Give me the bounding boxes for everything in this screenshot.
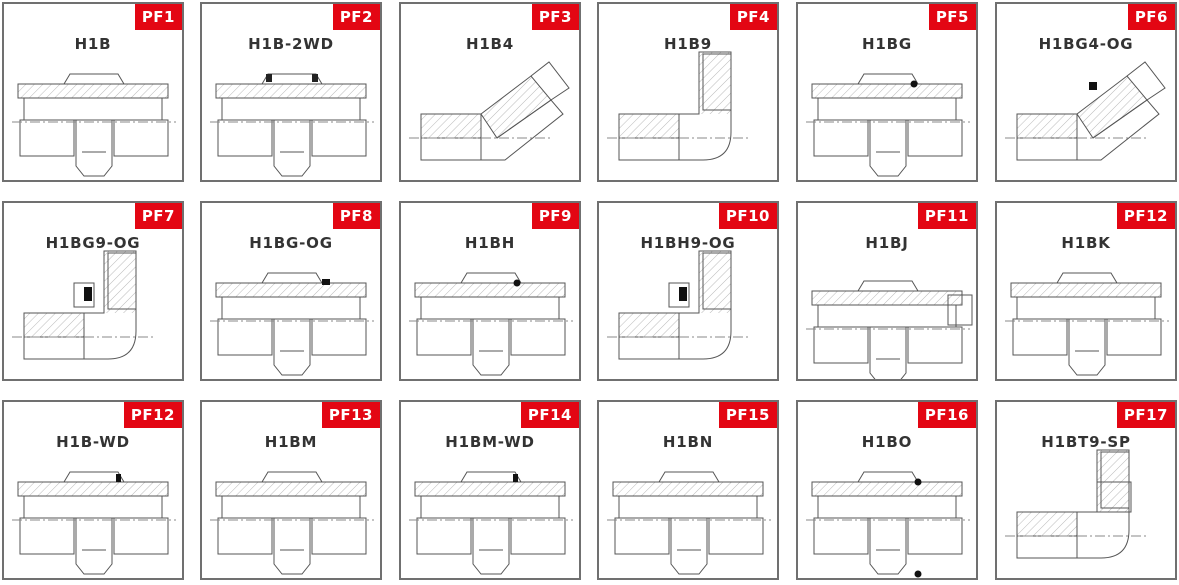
fitting-code-badge: PF7	[134, 203, 182, 229]
fitting-name: H1BM-WD	[445, 433, 535, 451]
fitting-name: H1BM	[264, 433, 318, 451]
fitting-name: H1B	[74, 35, 112, 53]
fitting-drawing	[599, 203, 777, 379]
fitting-drawing	[798, 4, 976, 180]
fitting-drawing	[798, 402, 976, 578]
fitting-drawing	[401, 203, 579, 379]
fitting-name: H1BG-OG	[249, 234, 333, 252]
fitting-code-badge: PF12	[1116, 203, 1175, 229]
fitting-drawing	[202, 4, 380, 180]
fitting-drawing	[997, 4, 1175, 180]
fitting-name: H1BH9-OG	[640, 234, 736, 252]
fitting-drawing	[4, 203, 182, 379]
fitting-code-badge: PF2	[332, 4, 380, 30]
fitting-code-badge: PF10	[718, 203, 777, 229]
fitting-code-badge: PF1	[134, 4, 182, 30]
fitting-drawing	[401, 402, 579, 578]
fitting-drawing	[401, 4, 579, 180]
fitting-name: H1B4	[465, 35, 515, 53]
fitting-code-badge: PF12	[123, 402, 182, 428]
fitting-code-badge: PF4	[729, 4, 777, 30]
fitting-drawing	[798, 203, 976, 379]
fitting-name: H1BG4-OG	[1038, 35, 1134, 53]
fitting-name: H1BO	[861, 433, 913, 451]
fitting-drawing	[997, 203, 1175, 379]
fitting-code-badge: PF3	[531, 4, 579, 30]
fitting-code-badge: PF8	[332, 203, 380, 229]
fitting-code-badge: PF16	[917, 402, 976, 428]
fitting-name: H1B-2WD	[248, 35, 334, 53]
fitting-name: H1BK	[1061, 234, 1111, 252]
fitting-drawing	[599, 4, 777, 180]
fitting-name: H1BG	[862, 35, 912, 53]
fitting-name: H1BT9-SP	[1041, 433, 1131, 451]
fitting-name: H1B9	[663, 35, 713, 53]
fitting-drawing	[202, 402, 380, 578]
fitting-code-badge: PF13	[321, 402, 380, 428]
fitting-name: H1BJ	[865, 234, 909, 252]
fitting-code-badge: PF17	[1116, 402, 1175, 428]
fitting-code-badge: PF5	[928, 4, 976, 30]
fitting-code-badge: PF14	[520, 402, 579, 428]
fitting-code-badge: PF15	[718, 402, 777, 428]
fitting-drawing	[997, 402, 1175, 578]
fitting-name: H1BH	[464, 234, 516, 252]
fitting-code-badge: PF11	[917, 203, 976, 229]
fitting-code-badge: PF9	[531, 203, 579, 229]
fitting-drawing	[202, 203, 380, 379]
fitting-drawing	[4, 402, 182, 578]
fitting-drawing	[599, 402, 777, 578]
fitting-code-badge: PF6	[1127, 4, 1175, 30]
fitting-name: H1B-WD	[56, 433, 130, 451]
fitting-name: H1BN	[662, 433, 714, 451]
fitting-name: H1BG9-OG	[45, 234, 141, 252]
fitting-drawing	[4, 4, 182, 180]
